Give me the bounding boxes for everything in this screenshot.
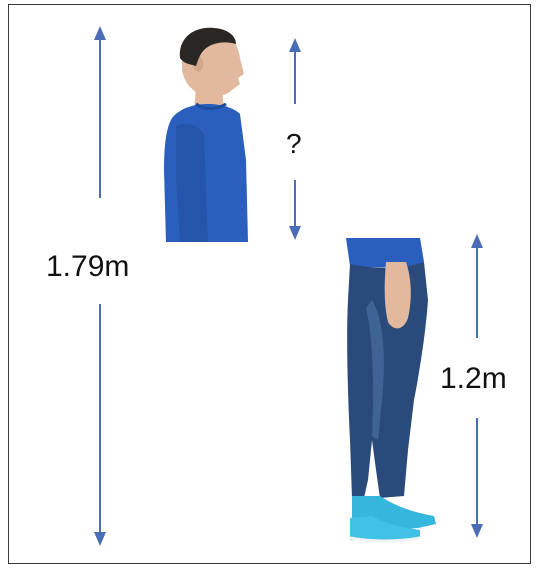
jeans: [347, 262, 428, 498]
arrow-upper-bottom: [289, 180, 301, 240]
arrow-lower-top: [471, 234, 483, 338]
lower-height-label: 1.2m: [440, 362, 507, 395]
hand: [384, 262, 411, 329]
upper-height-unknown-label: ?: [286, 128, 302, 159]
hair: [179, 27, 236, 66]
shirt-hem: [346, 238, 424, 268]
arrow-total-lower: [94, 304, 106, 546]
arrow-upper-top: [289, 38, 301, 104]
total-height-label: 1.79m: [46, 250, 130, 283]
shoe-sole: [349, 536, 421, 543]
shoe-front: [350, 516, 420, 542]
lower-body-figure: [346, 238, 436, 543]
upper-body-figure: [164, 27, 248, 242]
arrow-total-upper: [94, 26, 106, 198]
arm-shading: [176, 124, 208, 242]
collar: [195, 102, 227, 110]
arrow-lower-bottom: [471, 418, 483, 538]
diagram-frame: [8, 4, 531, 564]
jeans-fade: [366, 300, 384, 440]
